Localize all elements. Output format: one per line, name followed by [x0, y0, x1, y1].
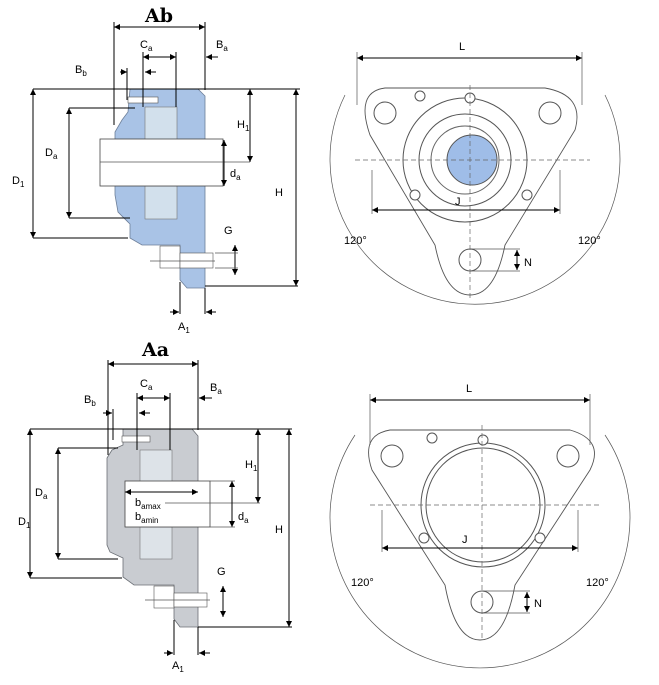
dim-label-da: da [230, 168, 241, 182]
dim-label-bb-aa: Bb [84, 394, 96, 408]
bolt-circle-arc [329, 434, 631, 669]
dim-label-a1: A1 [178, 321, 190, 335]
bolt-head-aa [153, 585, 175, 609]
dim-label-da-aa: da [238, 511, 249, 525]
insert-upper-aa [139, 449, 173, 483]
insert-lower-aa [139, 526, 173, 560]
dim-label-h: H [275, 187, 283, 199]
dim-label-ba-aa: Ba [210, 382, 222, 396]
dim-label-g-aa: G [217, 566, 226, 578]
dim-label-l-bottom: L [466, 383, 472, 395]
bolt-shank [179, 252, 214, 269]
dim-label-l: L [459, 41, 465, 53]
dim-label-j: J [455, 196, 461, 208]
dim-label-h1: H1 [237, 119, 250, 133]
bolt-circle-arc [329, 94, 621, 305]
angle-label-right: 120° [578, 235, 601, 247]
dim-label-n: N [524, 257, 532, 269]
dim-label-ba: Ba [216, 39, 228, 53]
dim-label-da-upper-aa: Da [35, 487, 48, 501]
dim-label-bamax: bamax [135, 497, 161, 511]
section-view-ab: Ab Ca Ba Bb H1 Da D1 da H G A1 [12, 5, 300, 335]
grease-nipple-icon [426, 432, 438, 444]
screw-icon-aa [121, 435, 151, 443]
dim-label-g: G [224, 225, 233, 237]
dim-label-h1-aa: H1 [245, 459, 258, 473]
mount-hole [380, 444, 404, 468]
mount-hole [556, 444, 580, 468]
shaft-ab [99, 138, 224, 187]
front-view-bottom: L J N 120° 120° [329, 383, 631, 669]
angle-label-left: 120° [344, 235, 367, 247]
angle-label-left-bottom: 120° [351, 577, 374, 589]
bolt-head [159, 245, 181, 269]
shaft-aa [124, 480, 211, 528]
dim-label-a1-aa: A1 [172, 660, 184, 674]
dim-label-ca: Ca [140, 39, 153, 53]
angle-label-right-bottom: 120° [586, 577, 609, 589]
mount-hole [458, 248, 482, 272]
insert-lower [144, 185, 178, 220]
view-title-ab: Ab [144, 5, 173, 27]
dim-label-d1: D1 [12, 175, 25, 189]
section-view-aa: Aa Ca Ba Bb H1 Da D1 da H G A1 bamax bam… [18, 339, 292, 674]
dim-label-n-bottom: N [534, 598, 542, 610]
front-view-top: L J N 120° 120° [329, 41, 621, 305]
dim-label-h-aa: H [275, 524, 283, 536]
dim-label-ca-aa: Ca [140, 378, 153, 392]
insert-upper [144, 106, 178, 141]
dim-label-bamin: bamin [135, 511, 158, 525]
mount-hole [538, 101, 562, 125]
dim-label-bb: Bb [75, 64, 87, 78]
view-title-aa: Aa [141, 339, 169, 361]
dim-label-da-upper: Da [45, 147, 58, 161]
dim-label-j-bottom: J [462, 534, 468, 546]
mount-hole [373, 101, 397, 125]
grease-nipple-icon [414, 90, 426, 102]
dim-label-d1-aa: D1 [18, 516, 31, 530]
